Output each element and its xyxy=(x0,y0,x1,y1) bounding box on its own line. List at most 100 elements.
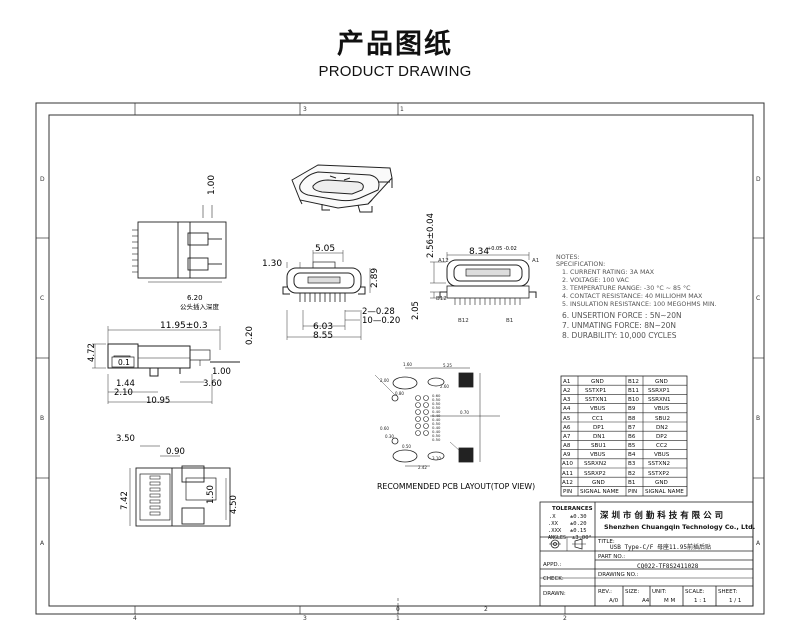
zone-bottom-mid-2: 2 xyxy=(484,606,488,613)
tol-x-val: ±0.30 xyxy=(570,514,587,520)
notes-block: NOTES: SPECIFICATION: 1. CURRENT RATING:… xyxy=(556,254,717,340)
notes-line-0: SPECIFICATION: xyxy=(556,261,605,268)
dim-8-34: 8.34 xyxy=(469,247,489,257)
pcb-pad-dim-2: 0.50 xyxy=(432,401,441,406)
zone-left-d: D xyxy=(40,176,45,183)
pin-cell: A4 xyxy=(563,406,571,412)
drawing-no-label: DRAWING NO.: xyxy=(598,572,638,578)
pin-cell: B2 xyxy=(628,471,635,477)
unit-value: M M xyxy=(664,598,675,604)
pin-cell: B5 xyxy=(628,443,636,449)
pin-cell: A7 xyxy=(563,434,571,440)
title-value: USB Type-C/F 母座11.95前插后贴 xyxy=(610,543,711,551)
zone-left-a: A xyxy=(40,540,45,547)
tol-xxx: .XXX xyxy=(548,528,562,534)
notes-line-4: 4. CONTACT RESISTANCE: 40 MILLIOHM MAX xyxy=(562,293,703,300)
pcb-pad-dim-4: 0.40 xyxy=(432,409,441,414)
front-view xyxy=(282,261,366,302)
scale-label: SCALE: xyxy=(685,589,705,595)
pcb-caption: RECOMMENDED PCB LAYOUT(TOP VIEW) xyxy=(377,482,535,491)
part-label: PART NO.: xyxy=(598,554,625,560)
dim-2-89: 2.89 xyxy=(370,268,380,288)
pin-cell: SSRXN2 xyxy=(584,461,607,467)
pin-cell: SBU1 xyxy=(591,443,606,449)
pin-cell: A10 xyxy=(562,461,573,467)
tol-angles-val: ±3.00° xyxy=(572,535,592,541)
dim-2-56: 2.56±0.04 xyxy=(426,213,436,258)
zone-right-a: A xyxy=(756,540,761,547)
pin-header: SIGNAL NAME xyxy=(580,489,619,495)
dim-2-05: 2.05 xyxy=(411,301,421,320)
sheet-label: SHEET: xyxy=(718,589,737,595)
pin-cell: B7 xyxy=(628,425,636,431)
unit-label: UNIT: xyxy=(652,589,667,595)
pin-cell: DP1 xyxy=(593,425,605,431)
pin-cell: SSTXN2 xyxy=(648,461,670,467)
pin-cell: B1 xyxy=(628,480,636,486)
notes-line-3: 3. TEMPERATURE RANGE: -30 °C ~ 85 °C xyxy=(562,284,691,292)
pin-cell: SSTXN1 xyxy=(585,397,608,403)
pin-cell: A8 xyxy=(563,443,571,449)
appd-label: APPD.: xyxy=(543,562,561,568)
pin-cell: A2 xyxy=(563,388,570,394)
company-en: Shenzhen Chuangqin Technology Co., Ltd. xyxy=(604,523,755,531)
rev-value: A/0 xyxy=(609,598,619,604)
pcb-pad-dim-0: 0.60 xyxy=(432,393,441,398)
pcb-pad-dim-1: 0.50 xyxy=(432,397,441,402)
zone-right-c: C xyxy=(756,295,760,302)
pin-header: PIN xyxy=(563,489,572,495)
notes-line-6: 6. UNSERTION FORCE : 5N~20N xyxy=(562,311,682,320)
pin-cell: GND xyxy=(592,480,605,486)
check-label: CHECK: xyxy=(543,576,564,582)
pcb-layout xyxy=(374,367,500,467)
pcb-pad-dim-9: 0.40 xyxy=(432,429,441,434)
insert-depth-label: 公头插入深度 xyxy=(180,302,220,311)
notes-line-1: 1. CURRENT RATING: 3A MAX xyxy=(562,269,655,276)
dim-7-42: 7.42 xyxy=(120,491,130,510)
outer-frame xyxy=(35,102,765,615)
flatness-box xyxy=(111,356,135,368)
notes-line-2: 2. VOLTAGE: 100 VAC xyxy=(562,277,629,284)
pin-cell: B12 xyxy=(628,379,639,385)
pin-cell: B11 xyxy=(628,388,639,394)
pcb-dim-8: 0.50 xyxy=(402,444,411,449)
pin-cell: A5 xyxy=(563,416,571,422)
tol-xx-val: ±0.20 xyxy=(570,521,587,527)
pin-cell: SSTXP1 xyxy=(585,388,607,394)
pcb-dim-7: 0.30 xyxy=(385,434,394,439)
dim-3-50: 3.50 xyxy=(116,434,135,444)
scale-value: 1 : 1 xyxy=(694,598,706,604)
pcb-dim-3: 0.80 xyxy=(395,391,404,396)
title-block xyxy=(539,501,754,607)
zone-right-d: D xyxy=(756,176,761,183)
pin-cell: VBUS xyxy=(590,406,606,412)
pcb-pad-dim-8: 0.40 xyxy=(432,425,441,430)
notes-line-8: 8. DURABILITY: 10,000 CYCLES xyxy=(562,331,677,340)
pin-cell: GND xyxy=(591,379,604,385)
flatness-value: 0.1 xyxy=(118,358,130,367)
dim-6-20: 6.20 xyxy=(187,294,203,302)
pin-cell: SSTXP2 xyxy=(648,471,669,477)
dim-2-10: 2.10 xyxy=(114,388,133,398)
zone-bottom-1: 1 xyxy=(396,615,400,622)
tol-xx: .XX xyxy=(548,521,559,527)
page-title-cn: 产品图纸 xyxy=(337,29,453,60)
pcb-pad-dim-5: 0.40 xyxy=(432,413,441,418)
pin-cell: DP2 xyxy=(656,434,667,440)
tol-angles: ANGLES xyxy=(548,535,566,541)
pcb-dim-4: 2.60 xyxy=(440,384,449,389)
notes-line-7: 7. UNMATING FORCE: 8N~20N xyxy=(562,321,676,330)
zone-bottom-4: 4 xyxy=(133,615,137,622)
pcb-pad-dim-11: 0.50 xyxy=(432,437,441,442)
pin-cell: B9 xyxy=(628,406,636,412)
pin-cell: A12 xyxy=(562,480,573,486)
pin-header: SIGNAL NAME xyxy=(645,489,684,495)
dim-8-55: 8.55 xyxy=(313,331,333,341)
dim-4-50: 4.50 xyxy=(229,495,239,514)
tol-x: .X xyxy=(549,514,556,520)
drawn-label: DRAWN: xyxy=(543,591,566,597)
zone-left-b: B xyxy=(40,415,44,422)
dim-1-50: 1.50 xyxy=(206,485,216,504)
pin-cell: VBUS xyxy=(654,452,670,458)
